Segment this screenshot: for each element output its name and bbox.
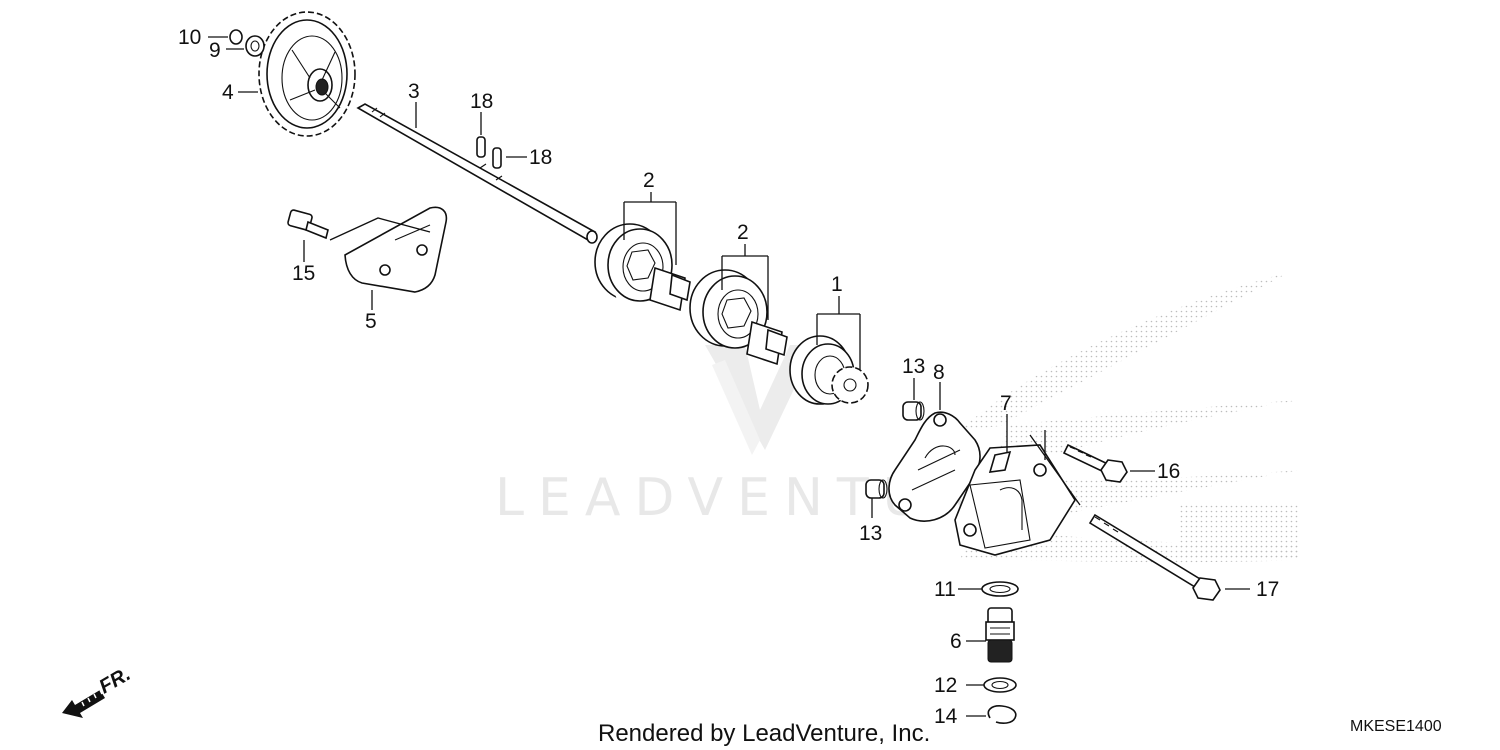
relief-valve-part-6[interactable] <box>985 607 1015 663</box>
rendered-by-credit: Rendered by LeadVenture, Inc. <box>598 720 930 747</box>
rotor-inner-part-2-second[interactable] <box>746 320 788 366</box>
callout-13-lower: 13 <box>859 522 882 545</box>
callout-18-upper: 18 <box>470 90 493 113</box>
callout-2-first: 2 <box>643 169 655 192</box>
snap-ring-part-14[interactable] <box>987 705 1017 724</box>
callout-3: 3 <box>408 80 420 103</box>
callout-6: 6 <box>950 630 962 653</box>
shaft-part-3[interactable] <box>356 103 598 244</box>
callout-18-lower: 18 <box>529 146 552 169</box>
pin-part-18-upper[interactable] <box>476 136 486 158</box>
callout-11: 11 <box>934 578 956 601</box>
rotor-inner-part-2-first[interactable] <box>649 266 691 312</box>
callout-10: 10 <box>178 26 201 49</box>
dowel-part-13-upper[interactable] <box>902 401 925 421</box>
callout-2-second: 2 <box>737 221 749 244</box>
bolt-part-16[interactable] <box>1062 443 1128 483</box>
dowel-part-13-lower[interactable] <box>865 479 888 499</box>
callout-8: 8 <box>933 361 945 384</box>
gasket-part-8[interactable] <box>888 411 981 522</box>
callout-16: 16 <box>1157 460 1180 483</box>
callout-13-upper: 13 <box>902 355 925 378</box>
callout-9: 9 <box>209 39 221 62</box>
bolt-part-15[interactable] <box>287 209 329 240</box>
callout-7: 7 <box>1000 392 1012 415</box>
leader-lines <box>208 36 1250 717</box>
callout-1: 1 <box>831 273 843 296</box>
callout-12: 12 <box>934 674 957 697</box>
washer-part-12[interactable] <box>983 677 1017 693</box>
plate-part-5[interactable] <box>344 206 448 293</box>
callout-15: 15 <box>292 262 315 285</box>
pump-body-part-7[interactable] <box>954 444 1076 556</box>
gear-part-4[interactable] <box>258 11 356 137</box>
front-direction-arrow-icon <box>62 689 105 718</box>
callout-14: 14 <box>934 705 958 728</box>
callout-5: 5 <box>365 310 377 333</box>
washer-part-9[interactable] <box>245 35 265 57</box>
pin-part-18-lower[interactable] <box>492 147 502 169</box>
callout-17: 17 <box>1256 578 1279 601</box>
diagram-code: MKESE1400 <box>1350 718 1442 735</box>
bolt-part-17[interactable] <box>1088 513 1221 601</box>
leadventure-logo-watermark <box>705 345 815 455</box>
rotor-part-1-inner[interactable] <box>831 366 869 404</box>
callout-4: 4 <box>222 81 234 104</box>
o-ring-part-11[interactable] <box>981 581 1019 597</box>
nut-part-10[interactable] <box>229 29 243 45</box>
